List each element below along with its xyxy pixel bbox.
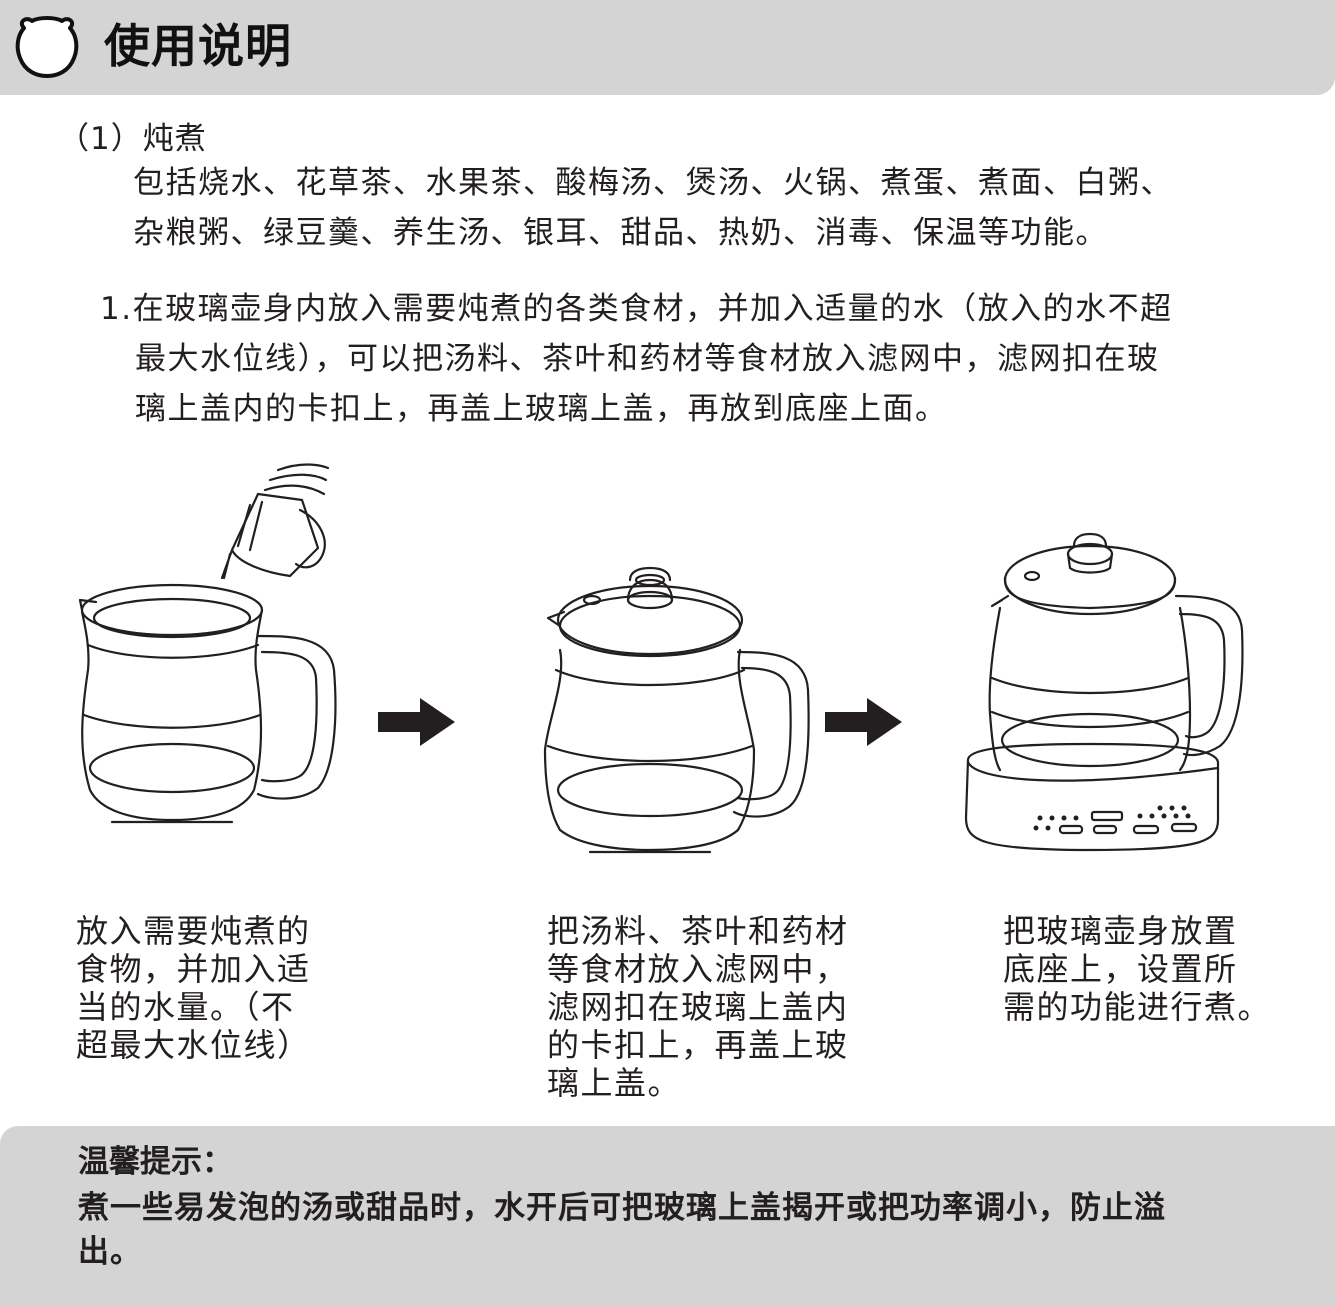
step-line: 最大水位线），可以把汤料、茶叶和药材等食材放入滤网中，滤网扣在玻 [135, 341, 1160, 377]
step-1-instructions: 1.在玻璃壶身内放入需要炖煮的各类食材，并加入适量的水（放入的水不超 最大水位线… [100, 284, 1280, 434]
step-line: 璃上盖内的卡扣上，再盖上玻璃上盖，再放到底座上面。 [135, 391, 948, 427]
caption-line: 放入需要炖煮的 [76, 912, 311, 950]
caption-line: 等食材放入滤网中， [547, 950, 849, 988]
caption-line: 的卡扣上，再盖上玻 [547, 1026, 849, 1064]
caption-line: 滤网扣在玻璃上盖内 [547, 988, 849, 1026]
caption-line: 当的水量。（不 [76, 988, 295, 1026]
tip-line: 出。 [78, 1234, 142, 1270]
caption-line: 把汤料、茶叶和药材 [547, 912, 849, 950]
measuring-cup-icon [220, 463, 330, 580]
tip-box [0, 1126, 1335, 1306]
open-glass-kettle-icon [78, 583, 337, 824]
caption-step-3: 把玻璃壶身放置 底座上，设置所 需的功能进行煮。 [1003, 912, 1303, 1026]
caption-line: 把玻璃壶身放置 [1003, 912, 1238, 950]
tip-title: 温馨提示： [78, 1144, 233, 1180]
caption-line: 需的功能进行煮。 [1003, 988, 1272, 1026]
caption-line: 超最大水位线） [76, 1026, 311, 1064]
caption-step-2: 把汤料、茶叶和药材 等食材放入滤网中， 滤网扣在玻璃上盖内 的卡扣上，再盖上玻 … [547, 912, 867, 1102]
tip-body: 煮一些易发泡的汤或甜品时，水开后可把玻璃上盖揭开或把功率调小，防止溢 出。 [78, 1186, 1293, 1274]
caption-line: 底座上，设置所 [1003, 950, 1238, 988]
bear-head-icon [15, 16, 79, 78]
caption-line: 食物，并加入适 [76, 950, 311, 988]
tip-line: 煮一些易发泡的汤或甜品时，水开后可把玻璃上盖揭开或把功率调小，防止溢 [78, 1190, 1166, 1226]
header-bar [0, 0, 1335, 95]
arrow-right-icon [378, 698, 455, 746]
arrow-right-icon [825, 698, 902, 746]
caption-line: 璃上盖。 [547, 1064, 682, 1102]
step-line: 1.在玻璃壶身内放入需要炖煮的各类食材，并加入适量的水（放入的水不超 [100, 291, 1173, 327]
description-line: 包括烧水、花草茶、水果茶、酸梅汤、煲汤、火锅、煮蛋、煮面、白粥、 [133, 165, 1173, 201]
caption-step-1: 放入需要炖煮的 食物，并加入适 当的水量。（不 超最大水位线） [76, 912, 336, 1064]
description-line: 杂粮粥、绿豆羹、养生汤、银耳、甜品、热奶、消毒、保温等功能。 [133, 215, 1108, 251]
feature-description: 包括烧水、花草茶、水果茶、酸梅汤、煲汤、火锅、煮蛋、煮面、白粥、 杂粮粥、绿豆羹… [133, 158, 1173, 258]
kettle-on-base-icon [964, 532, 1244, 852]
lidded-glass-kettle-icon [543, 566, 810, 854]
section-label: （1）炖煮 [58, 121, 207, 157]
kettle-illustrations [78, 463, 1244, 854]
page-title: 使用说明 [104, 19, 292, 73]
